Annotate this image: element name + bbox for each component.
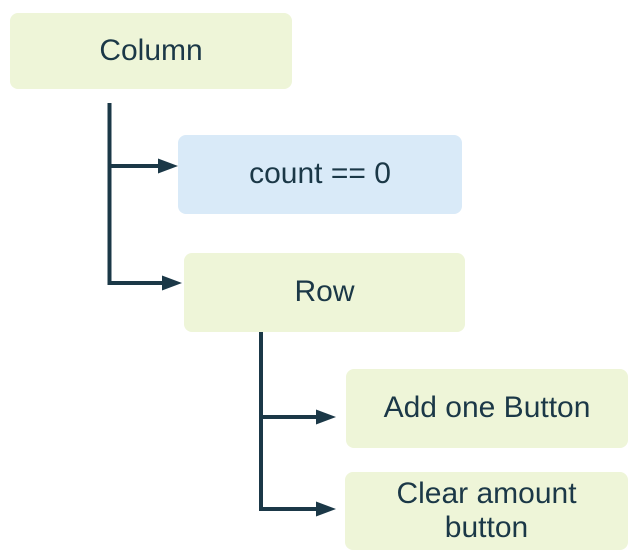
arrowhead-icon bbox=[158, 158, 178, 174]
arrowhead-icon bbox=[316, 501, 336, 517]
node-row: Row bbox=[184, 253, 465, 332]
node-condition: count == 0 bbox=[178, 135, 462, 214]
edge-column-row-line bbox=[107, 103, 163, 285]
node-condition-label: count == 0 bbox=[249, 157, 391, 191]
node-add-one-button: Add one Button bbox=[346, 369, 628, 448]
node-clear-amount-button: Clear amount button bbox=[345, 472, 628, 550]
node-row-label: Row bbox=[294, 275, 355, 309]
node-column-label: Column bbox=[99, 33, 203, 67]
node-add-one-button-label: Add one Button bbox=[383, 391, 591, 425]
arrowhead-icon bbox=[316, 409, 336, 425]
edge-row-clear-line bbox=[259, 332, 316, 511]
node-column: Column bbox=[10, 13, 292, 89]
arrowhead-icon bbox=[162, 275, 182, 291]
node-clear-amount-button-label: Clear amount button bbox=[396, 476, 577, 545]
